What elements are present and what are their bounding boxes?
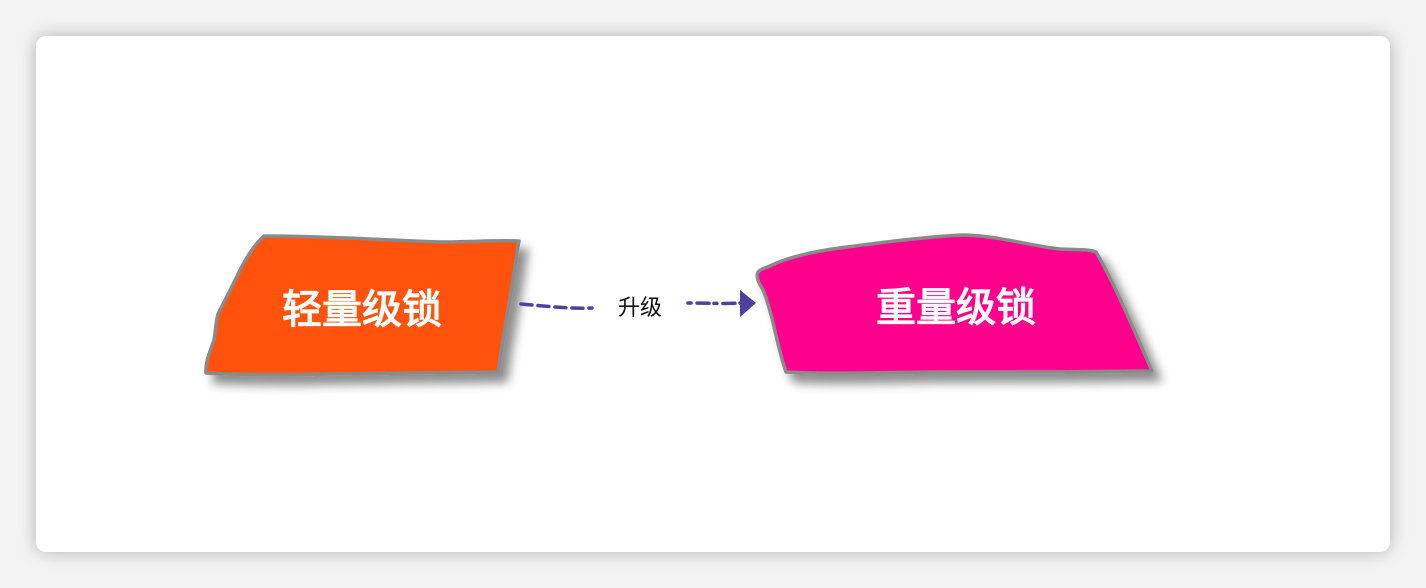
node-heavy-lock-label: 重量级锁 — [876, 285, 1036, 331]
edge-upgrade-line-start — [519, 302, 594, 310]
edge-upgrade-label: 升级 — [618, 296, 662, 321]
node-heavy-lock[interactable]: 重量级锁 — [755, 233, 1154, 375]
node-light-lock[interactable]: 轻量级锁 — [204, 234, 521, 377]
node-light-lock-shape — [204, 234, 521, 377]
node-light-lock-label: 轻量级锁 — [282, 287, 442, 333]
edge-upgrade-arrowhead — [740, 290, 756, 317]
edge-upgrade[interactable]: 升级 — [519, 290, 756, 321]
node-heavy-lock-shape — [755, 233, 1154, 375]
